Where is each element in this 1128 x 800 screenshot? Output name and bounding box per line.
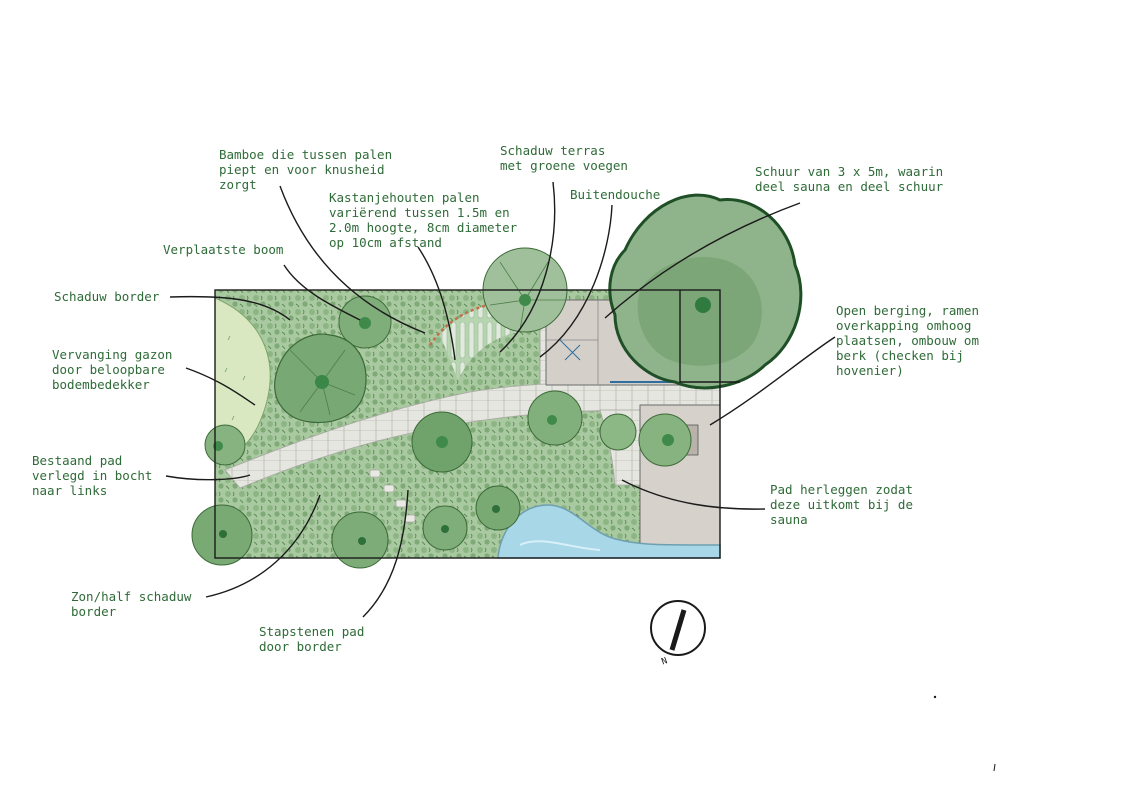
shrub-center (411, 411, 473, 473)
shrub-bottom-center (422, 505, 468, 551)
tree-relocated (274, 333, 367, 424)
label-open-storage: Open berging, ramen overkapping omhoog p… (836, 303, 979, 378)
leader-lines (165, 181, 836, 618)
shrub-bottom-left (191, 504, 253, 566)
label-shade-terrace: Schaduw terras met groene voegen (500, 143, 628, 173)
lawn-ticks (224, 335, 253, 441)
north-label: N (660, 656, 669, 667)
stray-mark (993, 763, 996, 772)
label-chestnut-pales: Kastanjehouten palen variërend tussen 1.… (329, 190, 518, 250)
label-shade-border: Schaduw border (54, 289, 160, 304)
label-shed: Schuur van 3 x 5m, waarin deel sauna en … (755, 164, 944, 194)
garden-frame (214, 289, 721, 559)
label-existing-path: Bestaand pad verlegd in bocht naar links (32, 453, 153, 498)
shrub-right-center (527, 390, 583, 446)
label-sun-border: Zon/half schaduw border (71, 589, 192, 619)
label-path-sauna: Pad herleggen zodat deze uitkomt bij de … (770, 482, 913, 527)
shrub-bottom-mid (331, 511, 389, 569)
label-bamboo: Bamboe die tussen palen piept en voor kn… (219, 147, 393, 192)
shrub-left-edge (204, 424, 246, 466)
shrub-near-storage (638, 413, 692, 467)
shrub-path-right (599, 413, 637, 451)
shrub-pond-side (475, 485, 521, 531)
label-outdoor-shower: Buitendouche (570, 187, 661, 202)
label-relocated-tree: Verplaatste boom (163, 242, 284, 257)
pond-reflection (519, 540, 601, 551)
shed-wall (679, 290, 740, 383)
shrubs (191, 193, 803, 569)
stray-dot (933, 695, 937, 699)
label-lawn: Vervanging gazon door beloopbare bodembe… (52, 347, 173, 392)
stepping-stones (369, 469, 416, 523)
tree-birch-large (608, 193, 803, 390)
label-stepping-stones: Stapstenen pad door border (259, 624, 365, 654)
north-arrow (650, 600, 706, 656)
